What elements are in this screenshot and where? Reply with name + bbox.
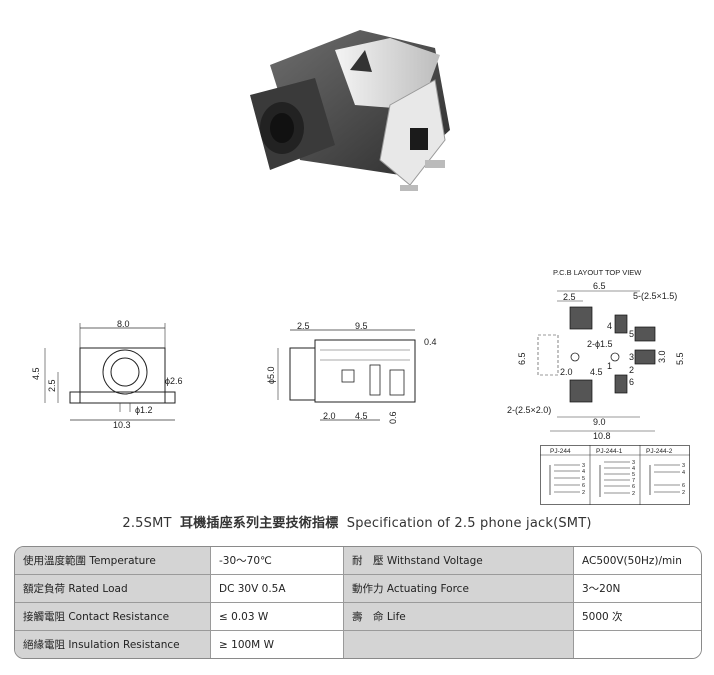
spec-right-label: 壽 命 Life xyxy=(343,603,573,631)
pcb-pin4-label: 4 xyxy=(607,321,612,331)
pcb-layout-drawing: P.C.B LAYOUT TOP VIEW 6.5 2.5 5-(2.5×1.5… xyxy=(507,268,685,441)
spec-right-label xyxy=(343,631,573,658)
pcb-pin6-label: 6 xyxy=(629,377,634,387)
schematic-col1-pin: 6 xyxy=(582,483,585,489)
product-photo xyxy=(250,30,450,191)
schematic-label-2: PJ-244-1 xyxy=(596,448,623,455)
spec-left-value: -30～70℃ xyxy=(210,547,343,575)
spec-right-value xyxy=(573,631,701,658)
spec-title-chinese: 耳機插座系列主要技術指標 xyxy=(180,516,339,531)
pcb-pin2-label: 2 xyxy=(629,365,634,375)
schematic-col1-pin: 4 xyxy=(582,469,585,475)
table-row: 額定負荷 Rated Load DC 30V 0.5A 動作力 Actuatin… xyxy=(15,575,701,603)
spec-left-value: ≥ 100M W xyxy=(210,631,343,658)
schematic-col1-pin: 5 xyxy=(582,476,585,482)
pcb-right-outer-label: 5.5 xyxy=(675,352,685,365)
front-hole-label: ϕ2.6 xyxy=(165,376,183,386)
spec-right-label: 動作力 Actuating Force xyxy=(343,575,573,603)
pcb-pad-width-label: 2.5 xyxy=(563,292,576,302)
pcb-mid-right-label: 4.5 xyxy=(590,367,603,377)
pcb-height-label: 6.5 xyxy=(517,352,527,365)
side-bottom-left-label: 2.0 xyxy=(323,411,336,421)
table-row: 接觸電阻 Contact Resistance ≤ 0.03 W 壽 命 Lif… xyxy=(15,603,701,631)
table-row: 使用溫度範圍 Temperature -30～70℃ 耐 壓 Withstand… xyxy=(15,547,701,575)
table-row: 絕緣電阻 Insulation Resistance ≥ 100M W xyxy=(15,631,701,658)
schematic-label-1: PJ-244 xyxy=(550,448,571,455)
schematic-col3-pin: 4 xyxy=(682,470,685,476)
pcb-pad-spec-label: 5-(2.5×1.5) xyxy=(633,291,677,301)
pcb-pin1-label: 1 xyxy=(607,361,612,371)
schematic-col2-pin: 6 xyxy=(632,484,635,490)
pcb-right-inner-label: 3.0 xyxy=(657,350,667,363)
spec-left-label: 絕緣電阻 Insulation Resistance xyxy=(15,631,210,658)
spec-right-value: 3～20N xyxy=(573,575,701,603)
schematic-col2-pin: 3 xyxy=(632,460,635,466)
spec-title-english: Specification of 2.5 phone jack(SMT) xyxy=(346,516,592,531)
spec-title-prefix: 2.5SMT xyxy=(122,516,172,531)
schematic-col2-pin: 7 xyxy=(632,478,635,484)
schematic-col1-pin: 2 xyxy=(582,490,585,496)
schematic-col3: 3 4 6 2 xyxy=(649,463,685,496)
side-right-label: 0.4 xyxy=(424,337,437,347)
pcb-bottom-pad-spec-label: 2-(2.5×2.0) xyxy=(507,405,551,415)
schematic-col3-pin: 3 xyxy=(682,463,685,469)
spec-table: 使用溫度範圍 Temperature -30～70℃ 耐 壓 Withstand… xyxy=(15,547,701,658)
spec-table-container: 使用溫度範圍 Temperature -30～70℃ 耐 壓 Withstand… xyxy=(14,546,702,664)
spec-table-wrap: 使用溫度範圍 Temperature -30～70℃ 耐 壓 Withstand… xyxy=(14,546,702,659)
pcb-title: P.C.B LAYOUT TOP VIEW xyxy=(553,268,642,277)
schematic-col3-pin: 2 xyxy=(682,490,685,496)
schematic-col2-pin: 4 xyxy=(632,466,635,472)
pcb-mid-left-label: 2.0 xyxy=(560,367,573,377)
front-center-label: 2.5 xyxy=(47,379,57,392)
front-base-label: 10.3 xyxy=(113,420,131,430)
spec-right-value: 5000 次 xyxy=(573,603,701,631)
spec-right-label: 耐 壓 Withstand Voltage xyxy=(343,547,573,575)
side-top-main-label: 9.5 xyxy=(355,321,368,331)
front-width-label: 8.0 xyxy=(117,320,130,329)
schematic-col2-pin: 2 xyxy=(632,491,635,497)
spec-left-label: 額定負荷 Rated Load xyxy=(15,575,210,603)
schematic-col1-pin: 3 xyxy=(582,463,585,469)
schematic-col2: 3 4 5 7 6 2 xyxy=(599,460,635,497)
pcb-pin5-label: 5 xyxy=(629,329,634,339)
front-view-drawing: 8.0 4.5 2.5 ϕ2.6 ϕ1.2 10.3 xyxy=(31,320,183,430)
pcb-total-width-label: 10.8 xyxy=(593,431,611,441)
pcb-hole-spec-label: 2-ϕ1.5 xyxy=(587,339,613,349)
front-pin-label: ϕ1.2 xyxy=(135,405,153,415)
schematic-col2-pin: 5 xyxy=(632,472,635,478)
pcb-outer-width-label: 6.5 xyxy=(593,281,606,291)
side-view-drawing: 2.5 9.5 0.4 ϕ5.0 2.0 4.5 0.6 xyxy=(266,321,437,424)
side-height-label: ϕ5.0 xyxy=(266,366,276,384)
side-bottom-right-label: 0.6 xyxy=(388,411,398,424)
spec-left-value: DC 30V 0.5A xyxy=(210,575,343,603)
schematic-label-3: PJ-244-2 xyxy=(646,448,673,455)
front-height-label: 4.5 xyxy=(31,367,41,380)
spec-right-value: AC500V(50Hz)/min xyxy=(573,547,701,575)
pcb-pin3-label: 3 xyxy=(629,352,634,362)
spec-left-label: 使用溫度範圍 Temperature xyxy=(15,547,210,575)
schematic-col1: 3 4 5 6 2 xyxy=(549,463,585,496)
spec-left-value: ≤ 0.03 W xyxy=(210,603,343,631)
pcb-bottom-width-label: 9.0 xyxy=(593,417,606,427)
schematic-col3-pin: 6 xyxy=(682,483,685,489)
spec-left-label: 接觸電阻 Contact Resistance xyxy=(15,603,210,631)
side-top-left-label: 2.5 xyxy=(297,321,310,331)
spec-title: 2.5SMT 耳機插座系列主要技術指標 Specification of 2.5… xyxy=(0,512,714,531)
side-bottom-mid-label: 4.5 xyxy=(355,411,368,421)
schematic-table: PJ-244 PJ-244-1 PJ-244-2 3 4 5 6 2 3 4 5… xyxy=(540,445,690,505)
